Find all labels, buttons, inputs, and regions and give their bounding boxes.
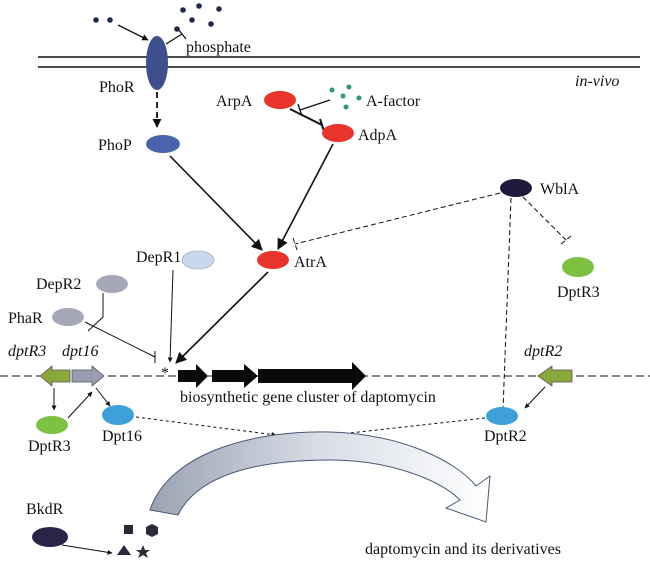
biosynthetic-cluster-arrows [178,362,366,390]
dptr2-to-product-dashed [331,417,486,437]
dptr3-to-dpt16-arrow [67,391,93,419]
cell-membrane [38,56,640,68]
dptr3-gene-arrow [39,365,71,387]
wbla-inhibits-dptr2 [497,197,512,411]
depr2-node [96,275,128,293]
atra-to-cluster-arrow [175,271,269,364]
a-factor-molecules [329,84,362,110]
dptr3-left-node [36,416,68,434]
bkdr-to-precursors-arrow [61,544,113,555]
precursor-molecules [117,524,158,558]
biosynthesis-arc-arrow [149,431,491,523]
dptr3-right-node [562,257,594,277]
phor-label: PhoR [99,79,135,96]
phosphate-label: phosphate [186,39,251,56]
wbla-label: WblA [540,181,580,198]
phop-label: PhoP [98,137,132,154]
depr2-phar-inhibit-cluster [84,293,156,363]
depr2-label: DepR2 [36,276,81,293]
dptr3-left-label: DptR3 [28,438,71,455]
phosphate-molecules [93,3,222,32]
in-vivo-label: in-vivo [575,73,619,90]
cluster-label: biosynthetic gene cluster of daptomycin [180,389,436,406]
dptr2-node [486,407,518,425]
dptr2-gene-arrow [537,365,573,387]
product-label: daptomycin and its derivatives [365,541,561,558]
adpa-label: AdpA [358,127,398,144]
arpa-label: ArpA [216,93,253,110]
dptr2-gene-label: dptR2 [524,343,562,360]
depr1-label: DepR1 [136,249,181,266]
dpt16-node [102,405,134,425]
adpa-to-atra-arrow [277,143,334,250]
dptr2-gene-to-protein [524,386,546,409]
phosphate-to-phor-arrow [117,24,149,41]
wbla-node [500,179,532,197]
dpt16-gene-label: dpt16 [62,343,98,360]
atra-label: AtrA [294,254,327,271]
dpt16-to-product-dashed [135,416,277,437]
atra-node [257,251,289,269]
dptr3-gene-label: dptR3 [8,343,46,360]
bkdr-label: BkdR [26,501,64,518]
phar-label: PhaR [8,310,43,327]
phor-node [146,36,168,90]
adpa-node [322,124,354,142]
phosphate-inhibits-phor [165,28,187,45]
dpt16-gene-to-protein [95,387,111,407]
depr1-to-cluster-arrow [167,269,174,363]
bkdr-node [32,527,68,547]
wbla-inhibits-dptr3 [522,196,572,245]
depr1-node [181,250,215,270]
wbla-inhibits-atra [292,192,501,251]
promoter-star: * [161,365,169,382]
a-factor-inhibits-arpa [297,99,331,117]
dptr2-label: DptR2 [484,428,527,445]
a-factor-label: A-factor [366,93,421,110]
dpt16-label: Dpt16 [102,428,142,445]
arpa-node [264,91,296,109]
phop-node [146,135,180,153]
dptr3-right-label: DptR3 [557,284,600,301]
phop-to-atra-arrow [169,155,263,251]
arpa-inhibits-adpa [289,108,325,132]
phar-node [52,308,84,326]
dpt16-gene-arrow [71,365,105,387]
